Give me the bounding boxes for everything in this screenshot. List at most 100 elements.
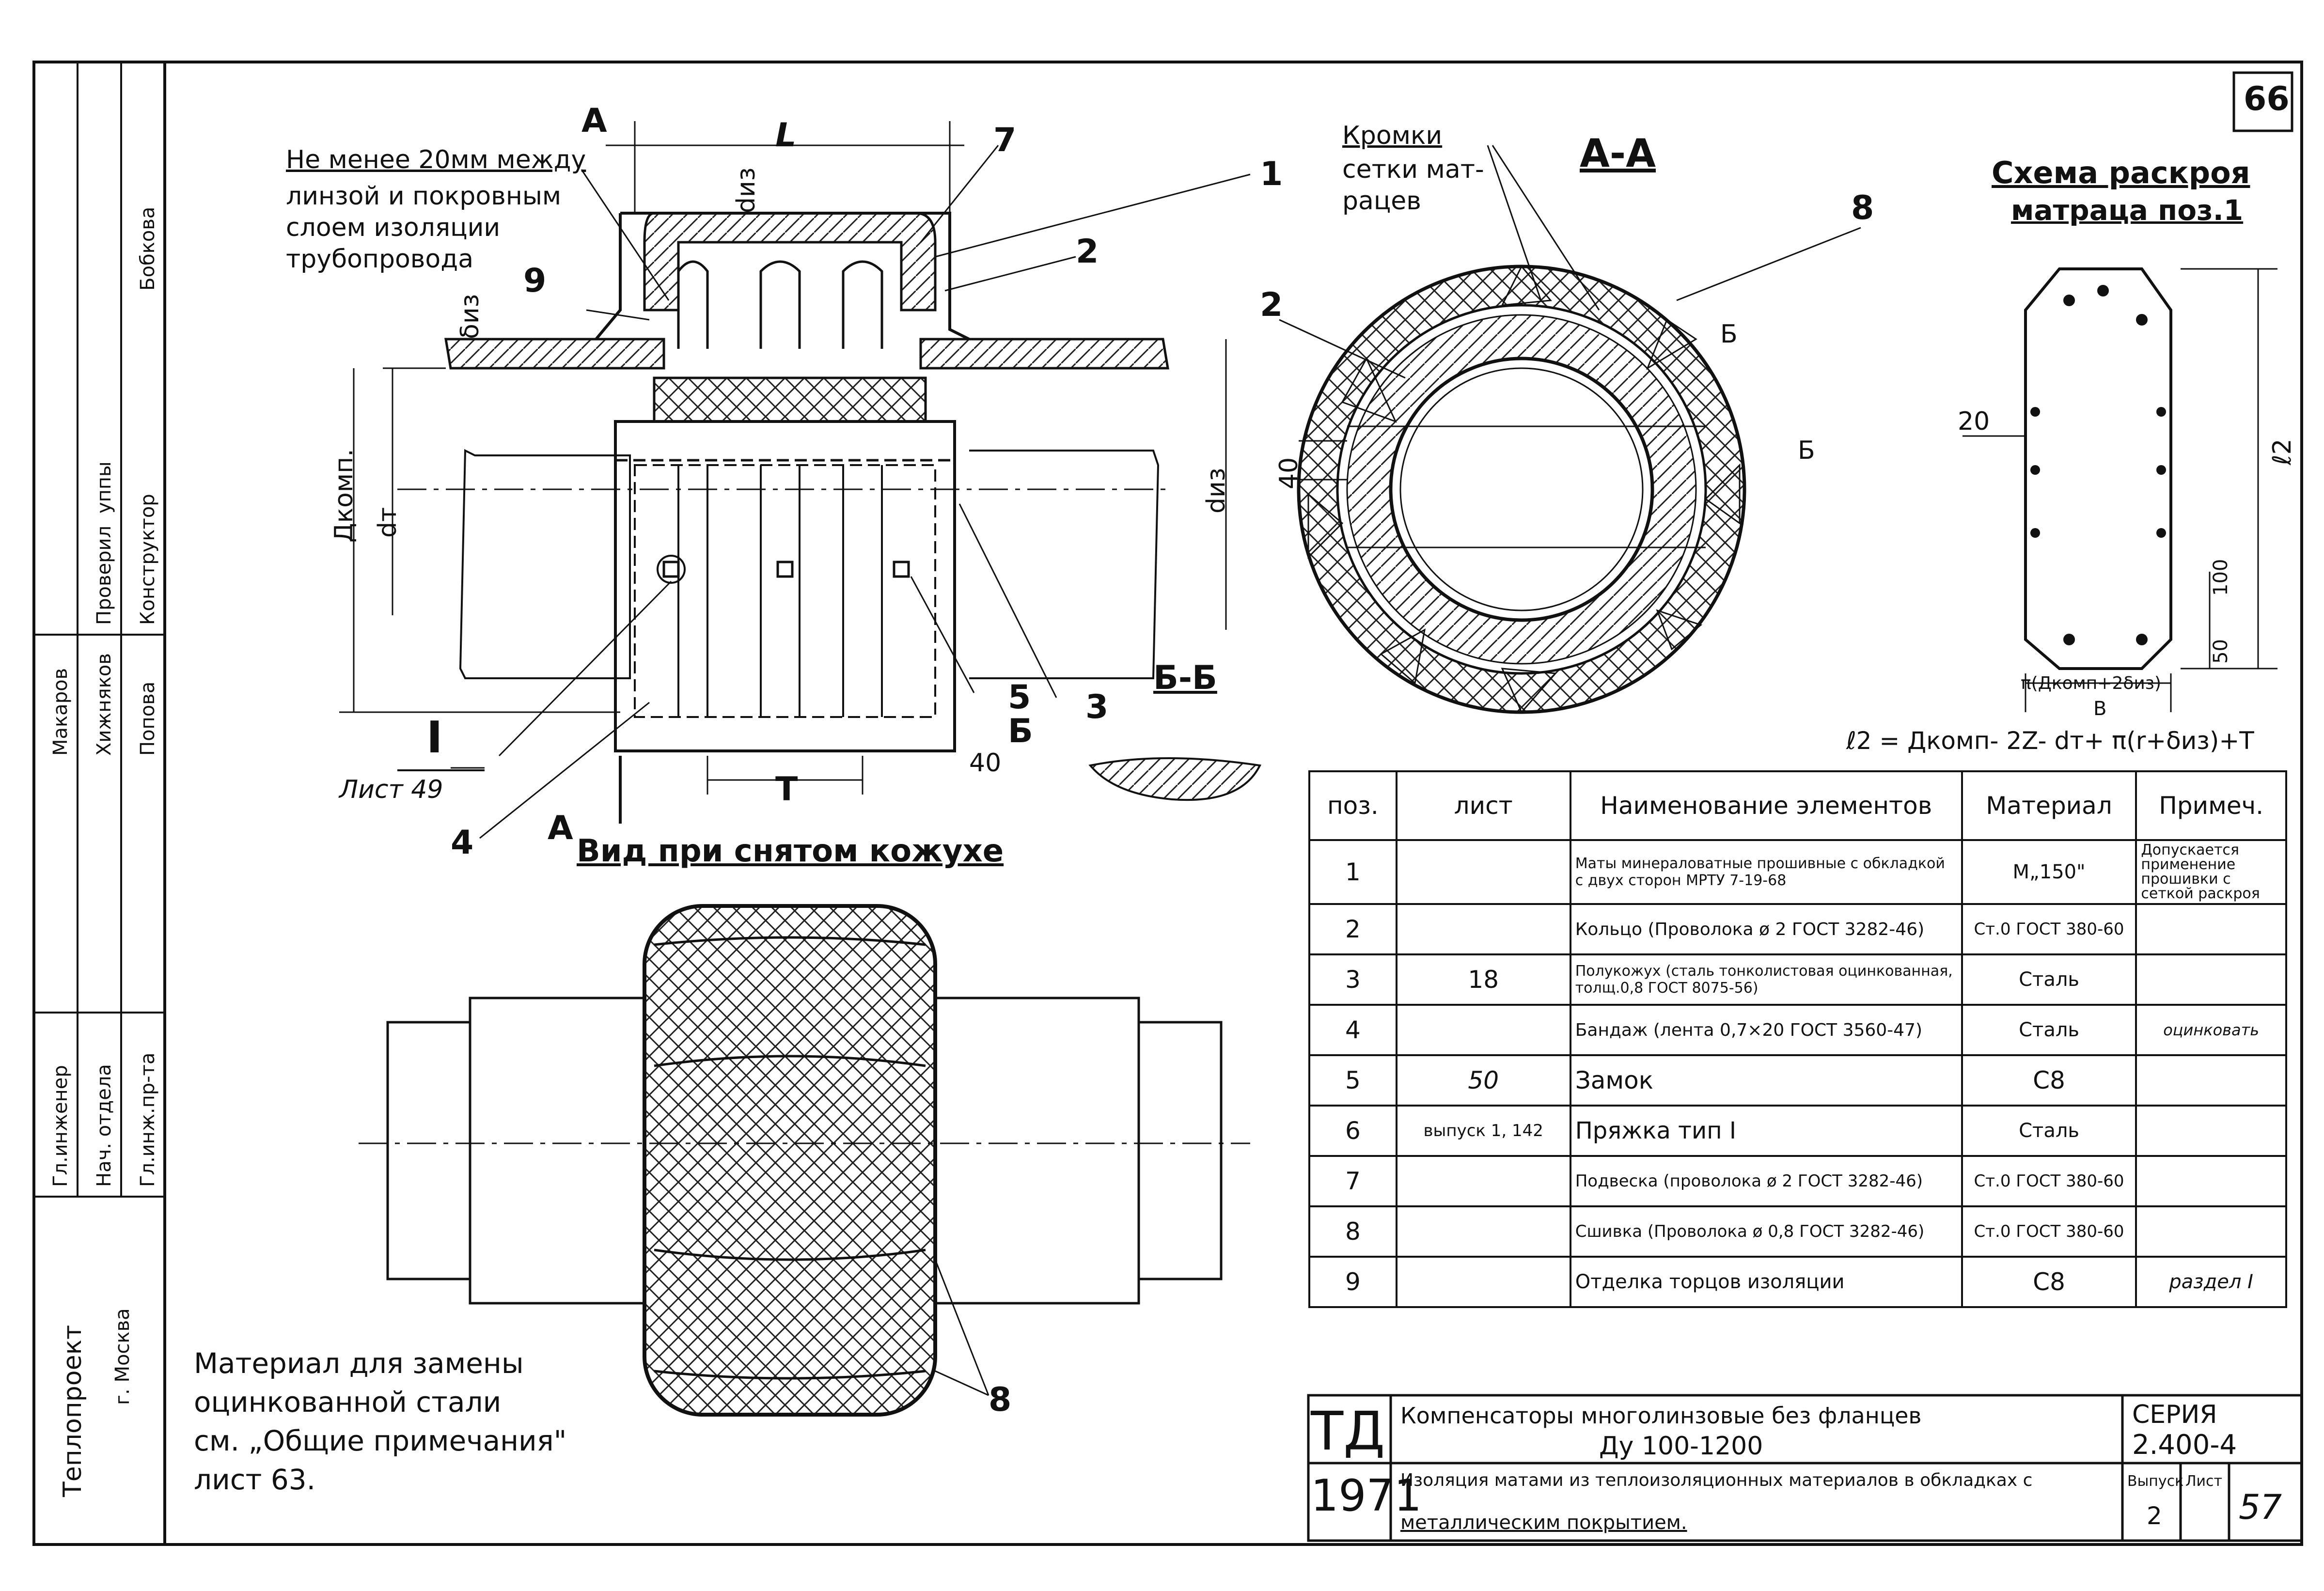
- company-city: г. Москва: [111, 1308, 134, 1405]
- header-sheet: лист: [1395, 770, 1571, 841]
- dim-biz: δиз: [455, 294, 485, 339]
- section-view: [339, 121, 1251, 839]
- series-value: 2.400-4: [2132, 1429, 2237, 1461]
- removed-casing-view: [359, 904, 1250, 1417]
- header-note: Примеч.: [2135, 770, 2287, 841]
- material-note-1: Материал для замены: [194, 1347, 524, 1380]
- cutting-dim-l2: ℓ2: [2268, 438, 2297, 465]
- stamp-role-project-engineer: Гл.инж.пр-та: [137, 1052, 159, 1187]
- sheet-value: 57: [2239, 1487, 2282, 1527]
- cutting-dim-50: 50: [2210, 639, 2232, 664]
- spec-header-row: поз. лист Наименование элементов Материа…: [1308, 770, 2287, 841]
- table-row: 3 18 Полукожух (сталь тонколистовая оцин…: [1308, 953, 2287, 1006]
- aa-callout-8: 8: [1851, 189, 1874, 227]
- compensator-mat-bundle: [643, 904, 937, 1417]
- stamp-role-designer: Конструктор: [137, 494, 159, 625]
- section-aa-title: А-А: [1580, 131, 1656, 176]
- title-block-title-2: Ду 100-1200: [1599, 1432, 1763, 1461]
- note-line-2: слоем изоляции: [286, 213, 501, 242]
- dim-l: L: [775, 116, 797, 155]
- dim-dkomp: Дкомп.: [330, 449, 359, 543]
- sheet-frame: [32, 61, 2303, 1546]
- note-edges-3: рацев: [1342, 187, 1421, 216]
- sheet-label: Лист: [2185, 1473, 2223, 1490]
- table-row: 1 Маты минераловатные прошивные с обклад…: [1308, 839, 2287, 905]
- pipe-bore: [1389, 357, 1654, 622]
- table-row: 9 Отделка торцов изоляции С8 раздел I: [1308, 1256, 2287, 1308]
- table-row: 8 Сшивка (Проволока ø 0,8 ГОСТ 3282-46) …: [1308, 1205, 2287, 1258]
- compensator-band: [653, 376, 927, 423]
- specification-table: поз. лист Наименование элементов Материа…: [1308, 770, 2287, 1308]
- title-block-subtitle-2: металлическим покрытием.: [1400, 1512, 1687, 1534]
- aa-mark-b-top: Б: [1720, 320, 1738, 349]
- page-number: 66: [2244, 80, 2290, 118]
- note-edges-1: Кромки: [1342, 121, 1443, 150]
- title-block-subtitle-1: Изоляция матами из теплоизоляционных мат…: [1400, 1470, 2033, 1490]
- stamp-role-dept-head: Нач. отдела: [93, 1064, 115, 1187]
- material-note-4: лист 63.: [194, 1463, 316, 1496]
- callout-5: 5: [1008, 678, 1031, 717]
- table-row: 5 50 Замок С8: [1308, 1054, 2287, 1107]
- cutting-dim-20: 20: [1958, 407, 1990, 436]
- insulation-layer-top: [444, 338, 665, 370]
- aa-callout-2: 2: [1260, 286, 1283, 324]
- cutting-length-formula: ℓ2 = Дкомп- 2Z- dт+ π(r+δиз)+T: [1846, 727, 2254, 755]
- callout-9: 9: [523, 262, 547, 300]
- callout-3: 3: [1085, 688, 1109, 726]
- node-ref: I: [426, 712, 443, 763]
- lens-mat: [643, 212, 937, 312]
- header-pos: поз.: [1308, 770, 1398, 841]
- stamp-extra: уппы: [93, 461, 115, 514]
- header-material: Материал: [1961, 770, 2137, 841]
- callout-1: 1: [1260, 155, 1283, 193]
- dim-dt: dт: [373, 507, 402, 538]
- issue-label: Выпуск: [2127, 1473, 2184, 1490]
- stamp-name-makarov: Макаров: [49, 668, 72, 756]
- stamp-name-bobkova: Бобкова: [137, 206, 159, 291]
- section-label-bb: Б-Б: [1153, 659, 1217, 697]
- callout-2: 2: [1076, 233, 1099, 271]
- table-row: 7 Подвеска (проволока ø 2 ГОСТ 3282-46) …: [1308, 1155, 2287, 1207]
- section-aa: [1279, 145, 1861, 714]
- stamp-name-popova: Попова: [137, 681, 159, 756]
- cutting-title-1: Схема раскроя: [1992, 155, 2250, 190]
- section-bb-sketch: [1088, 757, 1262, 801]
- callout-4: 4: [451, 824, 474, 862]
- dim-diz-top: dиз: [732, 167, 761, 213]
- table-row: 6 выпуск 1, 142 Пряжка тип I Сталь: [1308, 1105, 2287, 1157]
- table-row: 2 Кольцо (Проволока ø 2 ГОСТ 3282-46) Ст…: [1308, 903, 2287, 955]
- company-name: Теплопроект: [58, 1325, 87, 1497]
- title-block-frame: [1307, 1394, 2303, 1542]
- lens-2: [759, 260, 801, 349]
- dim-diz: dиз: [1202, 468, 1231, 514]
- stitch-marks: [2030, 285, 2166, 645]
- removed-casing-title: Вид при снятом кожухе: [577, 833, 1004, 869]
- lens-1: [677, 260, 709, 349]
- series-label: СЕРИЯ: [2132, 1400, 2217, 1429]
- note-line-1: линзой и покровным: [286, 182, 562, 211]
- material-note-3: см. „Общие примечания": [194, 1424, 567, 1457]
- stamp-role-chief-engineer: Гл.инженер: [49, 1065, 72, 1187]
- title-block-year: 1971: [1311, 1470, 1422, 1521]
- cutting-title-2: матраца поз.1: [2011, 194, 2244, 227]
- title-block-title-1: Компенсаторы многолинзовые без фланцев: [1400, 1403, 1922, 1429]
- title-block-org: ТД: [1311, 1400, 1385, 1462]
- cutting-dim-b: В: [2093, 698, 2107, 720]
- half-casing: [614, 420, 956, 752]
- mat-outline: [2024, 267, 2172, 670]
- cutting-scheme: [1963, 267, 2277, 712]
- callout-7: 7: [993, 121, 1017, 159]
- section-mark-a: А: [548, 809, 573, 847]
- aa-mark-b-right: Б: [1798, 436, 1815, 465]
- page-number-box: [2232, 71, 2293, 132]
- stamp-name-khizhnyakov: Хижняков: [93, 653, 115, 756]
- aa-dim-40: 40: [1274, 457, 1303, 489]
- left-stamp-grid: [34, 62, 165, 1198]
- header-name: Наименование элементов: [1569, 770, 1963, 841]
- lens-3: [842, 260, 883, 349]
- stamp-role-checked: Проверил: [93, 525, 115, 625]
- issue-value: 2: [2147, 1502, 2162, 1530]
- cutting-dim-100: 100: [2210, 559, 2232, 596]
- table-row: 4 Бандаж (лента 0,7×20 ГОСТ 3560-47) Ста…: [1308, 1004, 2287, 1056]
